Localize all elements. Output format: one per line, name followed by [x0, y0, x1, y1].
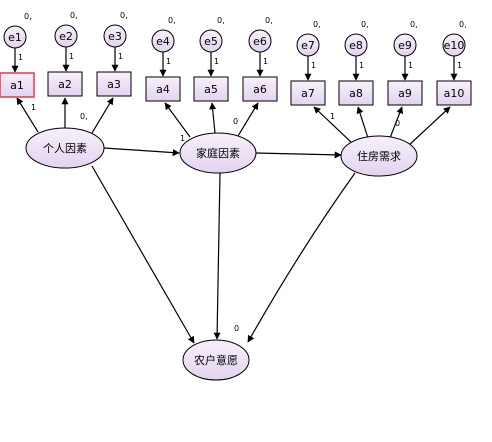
error-label: e10 [444, 39, 465, 52]
indicator-label: a8 [349, 87, 363, 100]
indicator-a3[interactable]: a3 [96, 71, 132, 97]
error-path-label-e5: 1 [214, 57, 219, 66]
indicator-a9[interactable]: a9 [387, 80, 423, 106]
latent-farmer-willingness[interactable]: 农户意愿 [182, 339, 250, 381]
error-variance-e9: 0, [410, 20, 418, 29]
error-path-label-e7: 1 [311, 61, 316, 70]
indicators: a1 a2 a3 a4 a5 a6 a7 a8 a9 a10 [0, 71, 472, 106]
latent-personal-factors[interactable]: 个人因素 [25, 127, 105, 169]
error-label: e6 [253, 35, 267, 48]
indicator-label: a5 [204, 83, 218, 96]
loading-arrow-a1 [16, 97, 39, 133]
indicator-label: a9 [398, 87, 412, 100]
indicator-a6[interactable]: a6 [242, 76, 278, 102]
error-path-label-e3: 1 [118, 52, 123, 61]
path-personal-to-willingness [91, 165, 195, 344]
path-family-to-housing [255, 151, 342, 159]
loading-label-a7: 1 [330, 112, 335, 121]
indicator-label: a1 [10, 79, 24, 92]
error-path-labels: 1 1 1 1 1 1 1 1 1 1 [18, 52, 462, 70]
loading-arrow-a10 [407, 106, 451, 147]
error-e8[interactable]: e8 [344, 33, 368, 57]
error-path-label-e9: 1 [408, 61, 413, 70]
loading-arrow-a4 [164, 102, 191, 138]
error-variance-e10: 0, [459, 20, 467, 29]
indicator-a1[interactable]: a1 [0, 72, 35, 98]
error-e5[interactable]: e5 [199, 29, 223, 53]
error-e10[interactable]: e10 [442, 33, 466, 57]
error-variance-e7: 0, [313, 20, 321, 29]
loading-label-a4: 1 [180, 134, 185, 143]
indicator-label: a3 [107, 78, 121, 91]
loading-label-a3: 0, [80, 112, 88, 121]
willingness-variance-label: 0 [234, 324, 239, 333]
error-variance-e2: 0, [70, 11, 78, 20]
indicator-label: a10 [444, 87, 465, 100]
latent-label: 个人因素 [43, 142, 87, 155]
error-path-arrows [11, 47, 458, 81]
indicator-a10[interactable]: a10 [436, 80, 472, 106]
path-personal-to-family [103, 147, 180, 157]
path-family-to-willingness [213, 172, 221, 340]
latent-variables: 个人因素 家庭因素 住房需求 农户意愿 [25, 127, 418, 381]
loading-label-a6: 0 [233, 117, 238, 126]
loading-arrow-a9 [389, 106, 403, 139]
error-e7[interactable]: e7 [296, 33, 320, 57]
error-label: e2 [59, 30, 73, 43]
indicator-a7[interactable]: a7 [290, 80, 326, 106]
latent-label: 农户意愿 [194, 353, 238, 367]
error-label: e1 [8, 31, 22, 44]
error-path-label-e8: 1 [359, 61, 364, 70]
error-variance-e6: 0, [265, 16, 273, 25]
error-label: e9 [398, 39, 412, 52]
error-variance-e8: 0, [361, 20, 369, 29]
error-variance-e4: 0, [168, 16, 176, 25]
indicator-label: a4 [156, 83, 170, 96]
indicator-label: a2 [58, 78, 72, 91]
latent-label: 家庭因素 [196, 146, 240, 160]
indicator-a2[interactable]: a2 [47, 71, 83, 97]
indicator-a4[interactable]: a4 [145, 76, 181, 102]
error-e6[interactable]: e6 [248, 29, 272, 53]
error-label: e5 [204, 35, 218, 48]
loading-arrow-a5 [209, 102, 217, 134]
latent-label: 住房需求 [357, 149, 401, 163]
error-path-label-e1: 1 [18, 53, 23, 62]
error-label: e7 [301, 39, 315, 52]
loading-arrow-a3 [91, 97, 114, 134]
structural-arrows [91, 147, 356, 344]
loading-arrow-a8 [356, 106, 369, 139]
indicator-a8[interactable]: a8 [338, 80, 374, 106]
error-label: e3 [108, 30, 122, 43]
error-label: e8 [349, 39, 363, 52]
error-e2[interactable]: e2 [54, 24, 78, 48]
latent-housing-demand[interactable]: 住房需求 [340, 135, 418, 177]
error-path-label-e10: 1 [457, 61, 462, 70]
error-variance-labels: 0, 0, 0, 0, 0, 0, 0, 0, 0, 0, [24, 11, 467, 29]
error-path-label-e2: 1 [69, 52, 74, 61]
error-variance-e1: 0, [24, 12, 32, 21]
error-path-label-e4: 1 [166, 57, 171, 66]
latent-family-factors[interactable]: 家庭因素 [179, 132, 257, 174]
loading-arrow-a6 [237, 102, 259, 137]
loading-labels: 1 0, 1 0 1 0 [31, 103, 400, 143]
indicator-a5[interactable]: a5 [193, 76, 229, 102]
error-path-label-e6: 1 [263, 57, 268, 66]
error-variance-e5: 0, [217, 16, 225, 25]
error-label: e4 [156, 35, 170, 48]
error-variance-e3: 0, [120, 11, 128, 20]
loading-label-a9: 0 [395, 119, 400, 128]
loading-arrow-a7 [313, 106, 353, 144]
loading-arrows [16, 97, 451, 147]
loading-label-a1: 1 [31, 103, 36, 112]
error-e1[interactable]: e1 [3, 25, 27, 49]
error-terms: e1 e2 e3 e4 e5 e6 e7 e8 e9 e10 [3, 24, 466, 57]
error-e9[interactable]: e9 [393, 33, 417, 57]
error-e3[interactable]: e3 [103, 24, 127, 48]
error-e4[interactable]: e4 [151, 29, 175, 53]
path-housing-to-willingness [247, 172, 356, 343]
indicator-label: a7 [301, 87, 315, 100]
indicator-label: a6 [253, 83, 267, 96]
